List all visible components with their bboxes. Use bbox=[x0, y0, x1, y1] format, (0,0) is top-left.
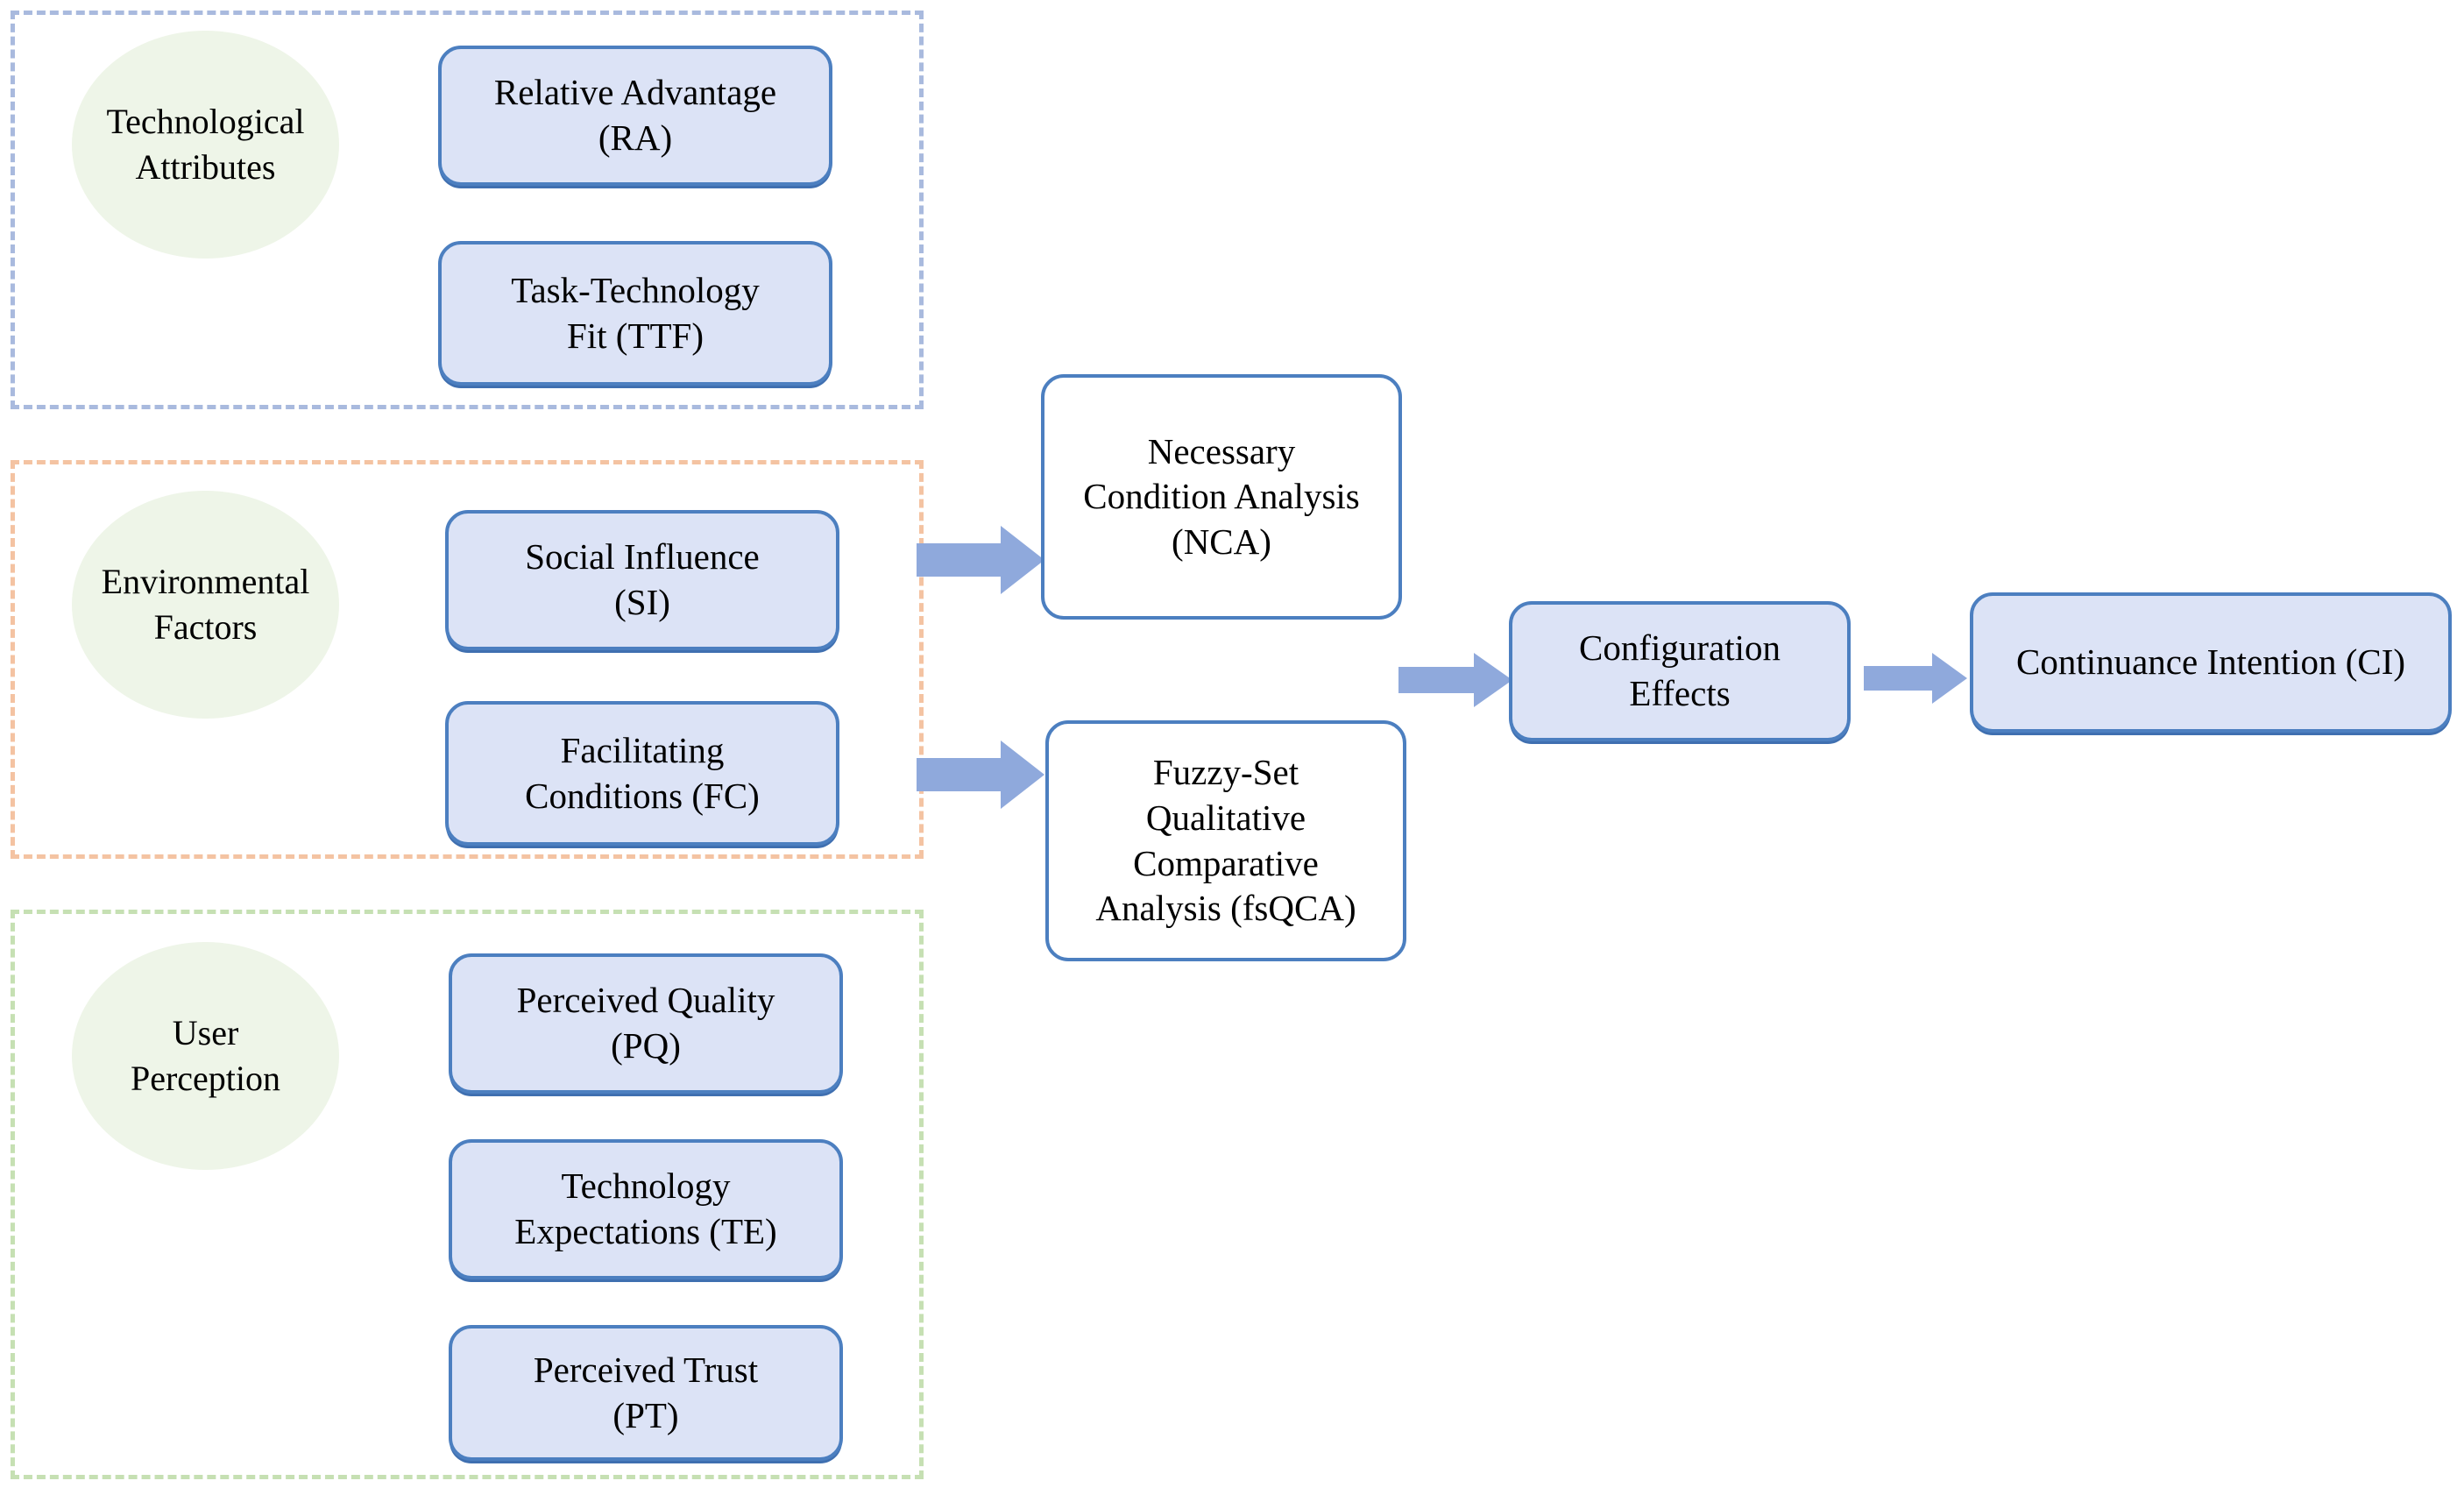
construct-pq-line-2: (PQ) bbox=[611, 1025, 681, 1066]
outcome-box-continuance-intention[interactable]: Continuance Intention (CI) bbox=[1970, 592, 2452, 733]
construct-box-pq[interactable]: Perceived Quality (PQ) bbox=[449, 953, 843, 1094]
method-nca-line-1: Necessary bbox=[1147, 430, 1296, 471]
arrow-to-fsqca-icon bbox=[917, 740, 1044, 809]
method-fsqca-line-3: Comparative bbox=[1133, 842, 1319, 883]
construct-pt-line-2: (PT) bbox=[612, 1394, 679, 1435]
group-label-line-2: Attributes bbox=[135, 147, 276, 187]
method-box-nca[interactable]: Necessary Condition Analysis (NCA) bbox=[1041, 374, 1402, 620]
group-container-technological-attributes bbox=[11, 11, 924, 409]
outcome-ci-line-1: Continuance Intention (CI) bbox=[2015, 641, 2406, 683]
group-label-line-1: Environmental bbox=[101, 562, 310, 601]
method-fsqca-line-2: Qualitative bbox=[1145, 797, 1306, 838]
construct-pq-line-1: Perceived Quality bbox=[516, 980, 775, 1021]
method-fsqca-line-1: Fuzzy-Set bbox=[1152, 752, 1299, 793]
method-box-fsqca[interactable]: Fuzzy-Set Qualitative Comparative Analys… bbox=[1045, 720, 1406, 961]
method-nca-line-3: (NCA) bbox=[1172, 521, 1271, 562]
construct-ttf-line-2: Fit (TTF) bbox=[566, 315, 705, 356]
construct-si-line-2: (SI) bbox=[614, 582, 670, 622]
construct-fc-line-1: Facilitating bbox=[560, 729, 725, 770]
arrow-to-nca-icon bbox=[917, 526, 1044, 594]
construct-box-te[interactable]: Technology Expectations (TE) bbox=[449, 1139, 843, 1279]
construct-si-line-1: Social Influence bbox=[525, 536, 760, 577]
group-label-line-2: Factors bbox=[153, 607, 258, 647]
group-label-user-perception: User Perception bbox=[72, 942, 339, 1170]
group-container-user-perception bbox=[11, 910, 924, 1479]
construct-box-pt[interactable]: Perceived Trust (PT) bbox=[449, 1325, 843, 1461]
construct-ra-line-2: (RA) bbox=[598, 117, 673, 158]
construct-pt-line-1: Perceived Trust bbox=[533, 1349, 759, 1390]
group-label-environmental-factors: Environmental Factors bbox=[72, 491, 339, 719]
arrow-to-continuance-intention-icon bbox=[1864, 653, 1967, 704]
construct-box-fc[interactable]: Facilitating Conditions (FC) bbox=[445, 701, 839, 846]
group-label-line-1: User bbox=[172, 1013, 239, 1052]
construct-fc-line-2: Conditions (FC) bbox=[525, 775, 760, 816]
construct-box-si[interactable]: Social Influence (SI) bbox=[445, 510, 839, 650]
outcome-box-configuration-effects[interactable]: Configuration Effects bbox=[1509, 601, 1851, 741]
construct-box-ra[interactable]: Relative Advantage (RA) bbox=[438, 46, 832, 186]
construct-box-ttf[interactable]: Task-Technology Fit (TTF) bbox=[438, 241, 832, 386]
group-label-technological-attributes: Technological Attributes bbox=[72, 31, 339, 259]
outcome-config-line-1: Configuration bbox=[1578, 627, 1781, 669]
group-container-environmental-factors bbox=[11, 460, 924, 859]
construct-te-line-1: Technology bbox=[561, 1166, 731, 1207]
construct-ttf-line-1: Task-Technology bbox=[511, 269, 760, 310]
construct-te-line-2: Expectations (TE) bbox=[514, 1211, 777, 1251]
group-label-line-1: Technological bbox=[106, 102, 305, 141]
group-label-line-2: Perception bbox=[130, 1059, 281, 1098]
outcome-config-line-2: Effects bbox=[1629, 673, 1731, 713]
method-fsqca-line-4: Analysis (fsQCA) bbox=[1095, 888, 1356, 929]
method-nca-line-2: Condition Analysis bbox=[1083, 476, 1360, 517]
construct-ra-line-1: Relative Advantage bbox=[493, 72, 777, 113]
arrow-to-configuration-effects-icon bbox=[1398, 653, 1512, 707]
